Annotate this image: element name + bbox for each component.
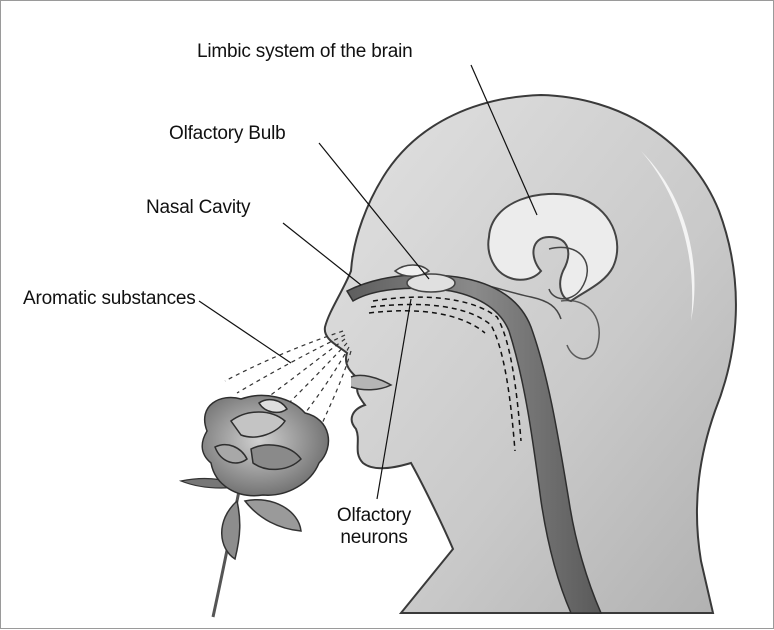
label-nasal-cavity: Nasal Cavity (146, 197, 250, 219)
label-olfactory-neurons: Olfactory neurons (319, 505, 429, 549)
rose-leaf-right (245, 500, 301, 531)
rose-bloom (202, 395, 328, 495)
label-olfactory-bulb: Olfactory Bulb (169, 123, 286, 145)
label-limbic-system: Limbic system of the brain (197, 41, 413, 63)
leader-nasal-cavity (283, 223, 361, 285)
label-aromatic-substances: Aromatic substances (23, 288, 196, 310)
rose-leaf-left (222, 501, 240, 559)
label-olfactory-neurons-line1: Olfactory (319, 505, 429, 527)
leader-aromatic (199, 301, 291, 363)
label-olfactory-neurons-line2: neurons (319, 527, 429, 549)
